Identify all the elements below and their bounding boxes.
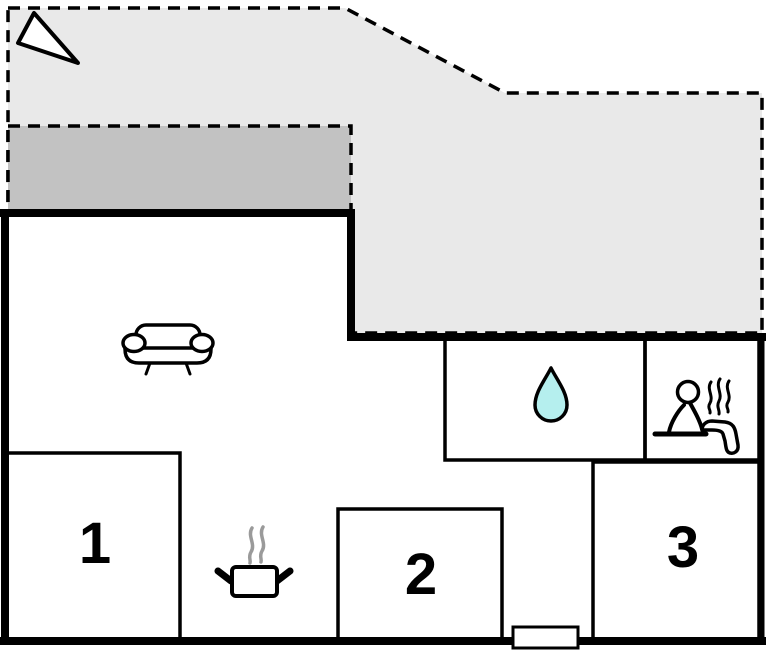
open-terrace-area <box>6 6 764 335</box>
bedroom-3-label: 3 <box>667 515 699 580</box>
heat-waves-icon <box>707 377 731 416</box>
outer-walls <box>0 209 766 645</box>
entrance-door <box>511 625 580 650</box>
steam-icon <box>247 525 266 565</box>
water-drop-icon <box>533 366 569 423</box>
bedroom-2-label: 2 <box>405 542 437 607</box>
bedroom-1-room <box>1 451 182 641</box>
bedroom-1-label: 1 <box>79 511 111 576</box>
room-walls <box>1 337 761 642</box>
sauna-person-icon <box>652 377 740 455</box>
sauna-room <box>643 337 761 462</box>
cooking-pot-icon <box>214 525 294 598</box>
sofa-icon <box>121 323 215 376</box>
north-arrow-icon <box>16 11 80 65</box>
terrace-areas <box>6 6 764 335</box>
covered-terrace-area <box>6 124 353 213</box>
